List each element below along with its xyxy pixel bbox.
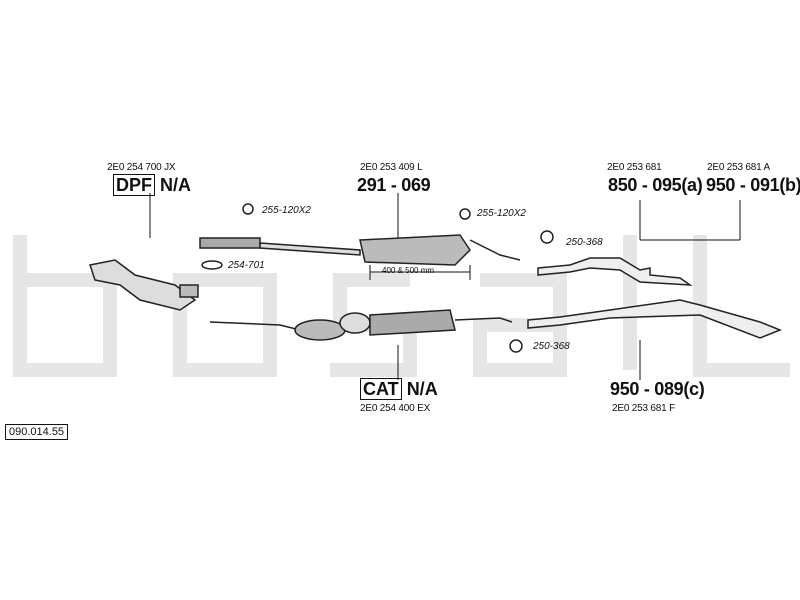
cat-label: CAT N/A xyxy=(360,378,438,400)
dpf-drawing xyxy=(89,259,199,311)
cat-oe-number: 2E0 254 400 EX xyxy=(360,403,431,414)
rear-c-part-number: 950 - 089(c) xyxy=(610,379,705,399)
front-silencer-dimension: 400 & 500 mm xyxy=(382,266,435,275)
hanger-right-label: 255-120X2 xyxy=(477,208,526,219)
rear-b-oe-number: 2E0 253 681 A xyxy=(707,162,771,173)
cat-badge: CAT xyxy=(360,378,402,400)
hanger-left-label: 255-120X2 xyxy=(262,205,311,216)
rear-a-part-number: 850 - 095(a) xyxy=(608,175,703,195)
gasket-icon xyxy=(201,260,223,270)
front-silencer-part-number: 291 - 069 xyxy=(357,175,431,195)
rear-pipes-drawing xyxy=(527,257,783,339)
clamp-icon xyxy=(540,230,554,244)
rear-c-oe-number: 2E0 253 681 F xyxy=(612,403,676,414)
cat-status: N/A xyxy=(406,379,438,399)
dpf-oe-number: 2E0 254 700 JX xyxy=(107,162,176,173)
dpf-status: N/A xyxy=(160,175,192,195)
rear-a-oe-number: 2E0 253 681 xyxy=(607,162,662,173)
hanger-icon xyxy=(459,208,471,220)
cat-drawing xyxy=(209,309,513,341)
front-silencer-drawing xyxy=(199,234,521,266)
clamp-icon xyxy=(509,339,523,353)
hanger-icon xyxy=(242,203,254,215)
front-silencer-oe-number: 2E0 253 409 L xyxy=(360,162,423,173)
gasket-label: 254-701 xyxy=(228,260,265,271)
rear-b-part-number: 950 - 091(b) xyxy=(706,175,800,195)
clamp-lower-label: 250-368 xyxy=(533,341,570,352)
dpf-label: DPF N/A xyxy=(113,174,192,196)
dpf-badge: DPF xyxy=(113,174,155,196)
clamp-upper-label: 250-368 xyxy=(566,237,603,248)
diagram-reference-number: 090.014.55 xyxy=(5,424,69,440)
